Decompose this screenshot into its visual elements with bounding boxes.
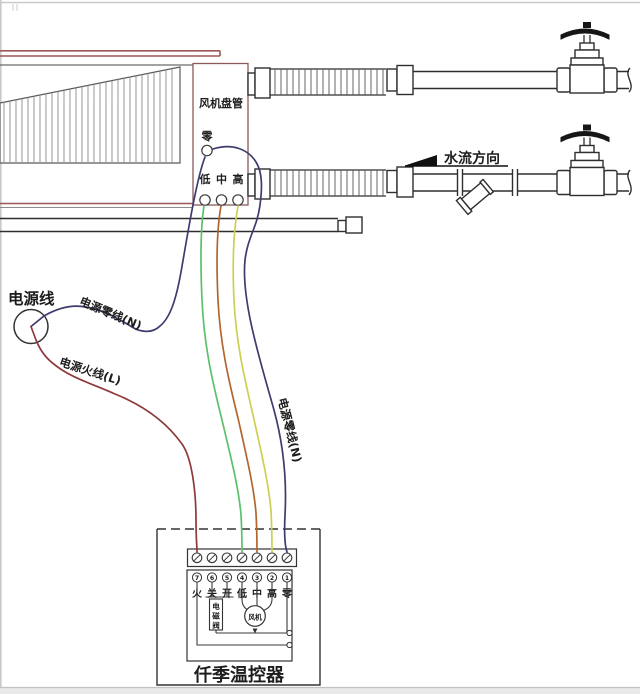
- neutral-terminal-label: 零: [201, 130, 214, 143]
- power-neutral-wire: [30, 156, 206, 333]
- terminal-screw-7: [191, 552, 203, 564]
- neutral-terminal: [201, 144, 213, 157]
- pipe-break-top: [627, 67, 632, 93]
- switch-contact-upper: [286, 629, 293, 637]
- hose-connector-bottom: [247, 173, 256, 197]
- terminal-number-2: 2: [270, 575, 274, 582]
- fan-coil-hatch: [0, 66, 181, 164]
- flex-hose-bottom: [269, 169, 387, 197]
- terminal-screw-2: [266, 552, 278, 564]
- solenoid-char-3: 阀: [212, 620, 220, 630]
- fan-coil-unit: [0, 50, 249, 208]
- solenoid-char-2: 磁: [212, 611, 220, 621]
- wire-high-speed: [232, 205, 273, 553]
- return-line-bottom: 水流方向: [247, 123, 632, 216]
- thermostat-inner-box: [186, 569, 293, 662]
- gate-valve-top: [556, 21, 618, 94]
- power-live-wire: [30, 325, 198, 553]
- flow-direction: 水流方向: [405, 150, 508, 167]
- pipe-break-bottom: [627, 169, 632, 196]
- flow-direction-label: 水流方向: [444, 150, 500, 167]
- hose-connector-top: [247, 72, 256, 96]
- terminal-number-5: 5: [225, 575, 229, 582]
- wire-low-speed: [200, 205, 243, 553]
- terminal-number-4: 4: [240, 575, 245, 582]
- speed-terminal-label-mid: 中: [216, 172, 227, 186]
- terminal-number-3: 3: [255, 575, 259, 582]
- speed-terminal-low: [199, 194, 211, 206]
- fan-coil-top-cap: [0, 50, 221, 57]
- neutral-wire-to-thermostat: [212, 145, 288, 553]
- wires: [30, 145, 288, 553]
- switch-contact-lower: [286, 641, 293, 649]
- terminal-screw-3: [251, 552, 263, 564]
- gate-valve-bottom: [556, 123, 618, 197]
- supply-line-top: [247, 21, 632, 99]
- fan-coil-label: 风机盘管: [199, 96, 243, 110]
- speed-terminal-mid: [215, 194, 228, 206]
- power-label: 电源线: [8, 289, 55, 308]
- speed-terminal-label-low: 低: [199, 172, 211, 186]
- flow-direction-arrow: [405, 155, 437, 166]
- drain-pipe: [0, 216, 363, 234]
- fan-coil-terminals: 风机盘管 零 低 中 高: [199, 96, 244, 206]
- thermostat-title: 仟季温控器: [193, 664, 285, 686]
- terminal-screw-4: [236, 552, 248, 564]
- fan-coil-connection-box: [192, 62, 249, 206]
- speed-terminal-high: [232, 194, 244, 206]
- y-strainer: [455, 169, 519, 216]
- fan-coil-casing-bottom: [0, 202, 193, 208]
- union-fitting-top: [386, 64, 414, 96]
- speed-terminal-label-high: 高: [233, 172, 244, 186]
- solenoid-valve-symbol: 电 磁 阀: [208, 598, 224, 631]
- terminal-screw-1: [281, 552, 293, 564]
- terminal-screw-5: [221, 552, 233, 564]
- power-neutral-label: 电源零线(N): [77, 294, 143, 333]
- fan-connection-arrow: [252, 628, 258, 634]
- terminal-number-7: 7: [195, 575, 199, 582]
- union-fitting-bottom: [386, 166, 414, 198]
- terminal-number-6: 6: [210, 575, 214, 582]
- fan-symbol-label: 风机: [248, 613, 262, 622]
- solenoid-char-1: 电: [212, 601, 220, 611]
- terminal-screw-6: [206, 552, 218, 564]
- flex-hose-top: [269, 68, 387, 96]
- wire-labels: 电源零线(N) 电源火线(L) 电源零线(N): [58, 294, 305, 464]
- wire-mid-speed: [216, 205, 258, 553]
- fan-symbol: 风机: [244, 605, 266, 627]
- terminal-number-1: 1: [285, 575, 289, 582]
- power-source: 电源线: [8, 289, 55, 345]
- thermostat-box: 7 6 5 4 3 2 1 火 关 开 低 中 高 零: [156, 528, 321, 686]
